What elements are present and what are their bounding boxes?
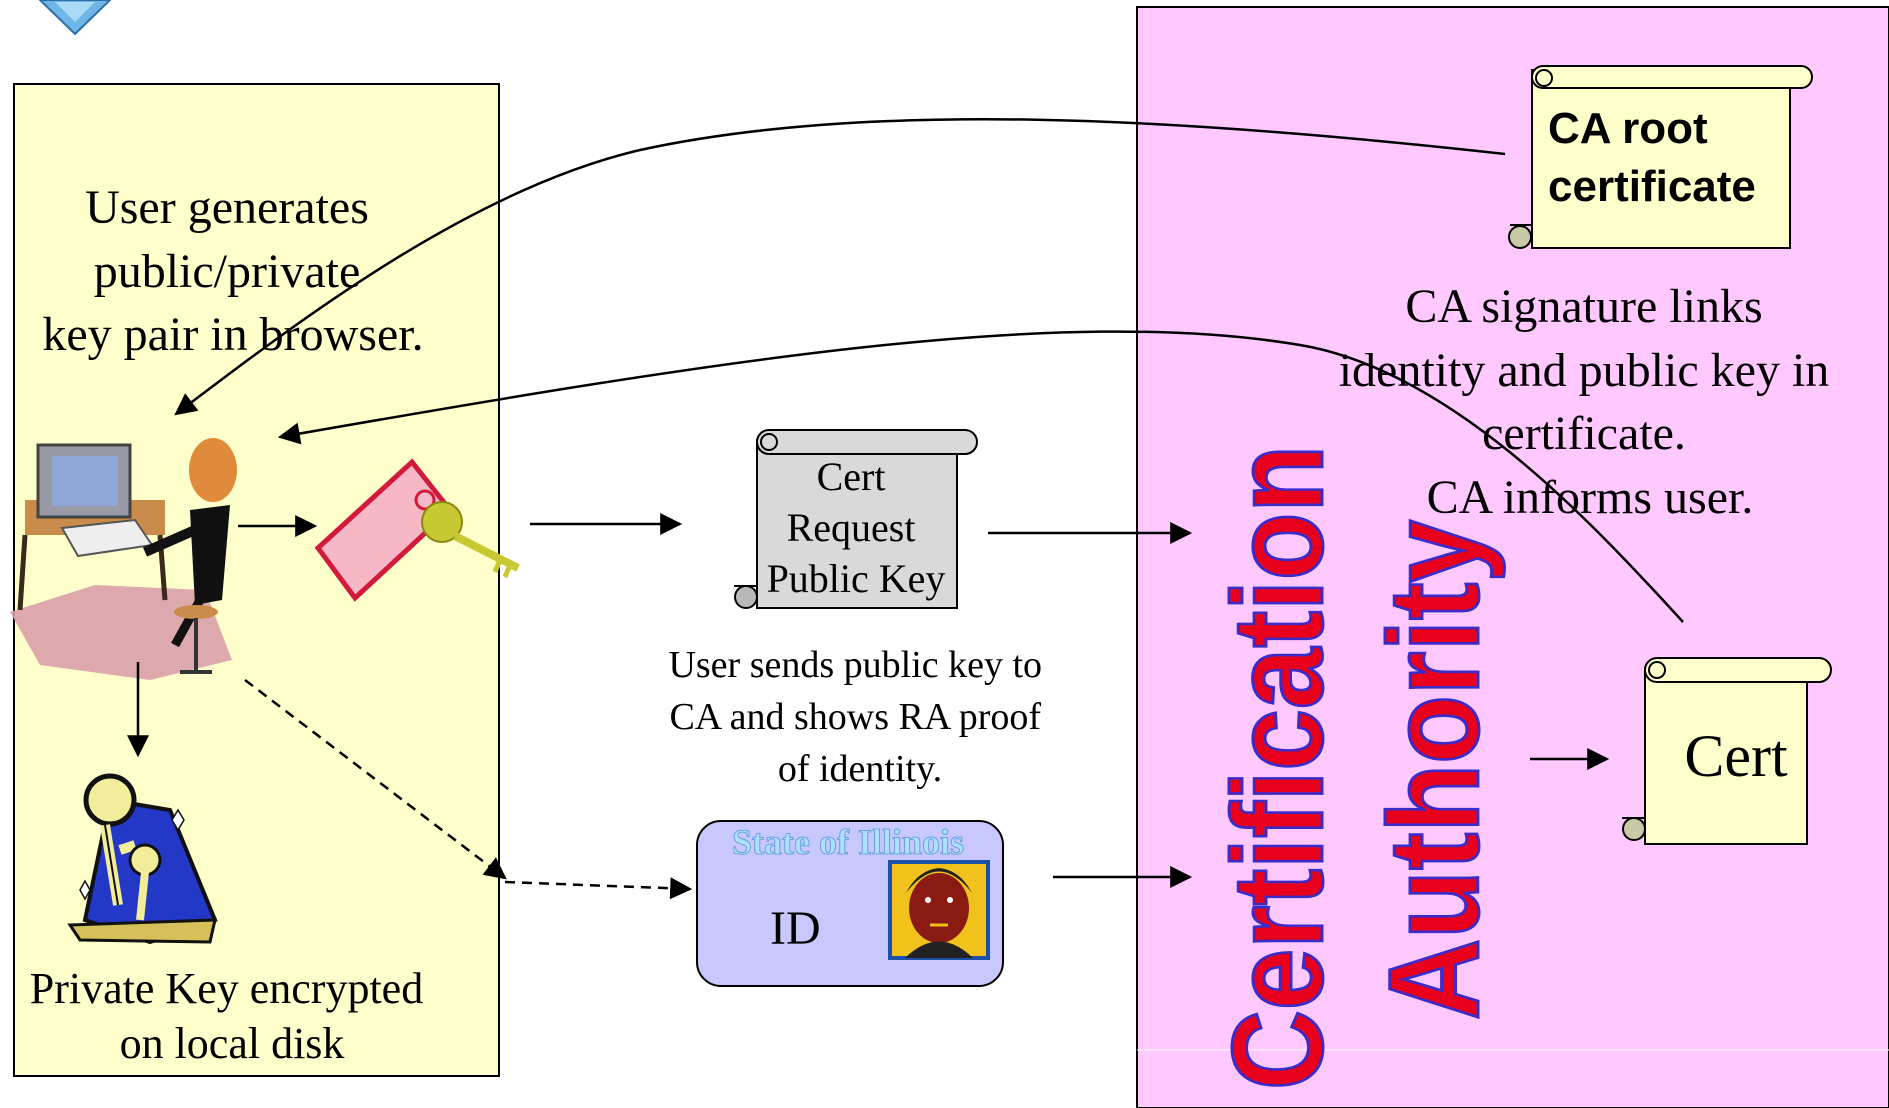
locked-keys-icon (67, 773, 218, 945)
certification-title: Certification (1207, 445, 1350, 1090)
id-card-label: ID (770, 902, 821, 955)
issued-cert: Cert (1622, 657, 1832, 845)
ca-root-certificate: CA root certificate (1508, 65, 1813, 249)
connector-arrows (127, 117, 1684, 900)
private-key-caption: Private Key encrypted on local disk (30, 964, 434, 1068)
logo-icon (38, 0, 112, 36)
cert-request: Cert Request Public Key (734, 429, 978, 609)
arrow-cert-to-user (277, 330, 1684, 623)
id-card-header: State of Illinois (732, 822, 964, 862)
key-tag-icon (314, 458, 520, 602)
id-card: State of Illinois ID (696, 820, 1004, 987)
user-sends-caption: User sends public key to CA and shows RA… (668, 644, 1051, 790)
arrow-root-cert-to-user (174, 117, 1506, 416)
ca-signature-caption: CA signature links identity and public k… (1339, 280, 1842, 524)
arrow-user-to-id-dashed (244, 679, 507, 880)
arrow-dashed-to-id (504, 877, 693, 900)
issued-cert-label: Cert (1684, 723, 1788, 789)
cert-request-label: Cert Request Public Key (767, 454, 946, 601)
authority-title: Authority (1363, 520, 1506, 1020)
user-generates-caption: User generates public/private key pair i… (42, 181, 423, 361)
ca-root-certificate-label: CA root certificate (1548, 104, 1756, 211)
face-photo-icon (888, 860, 990, 960)
computer-user-icon (10, 438, 237, 680)
